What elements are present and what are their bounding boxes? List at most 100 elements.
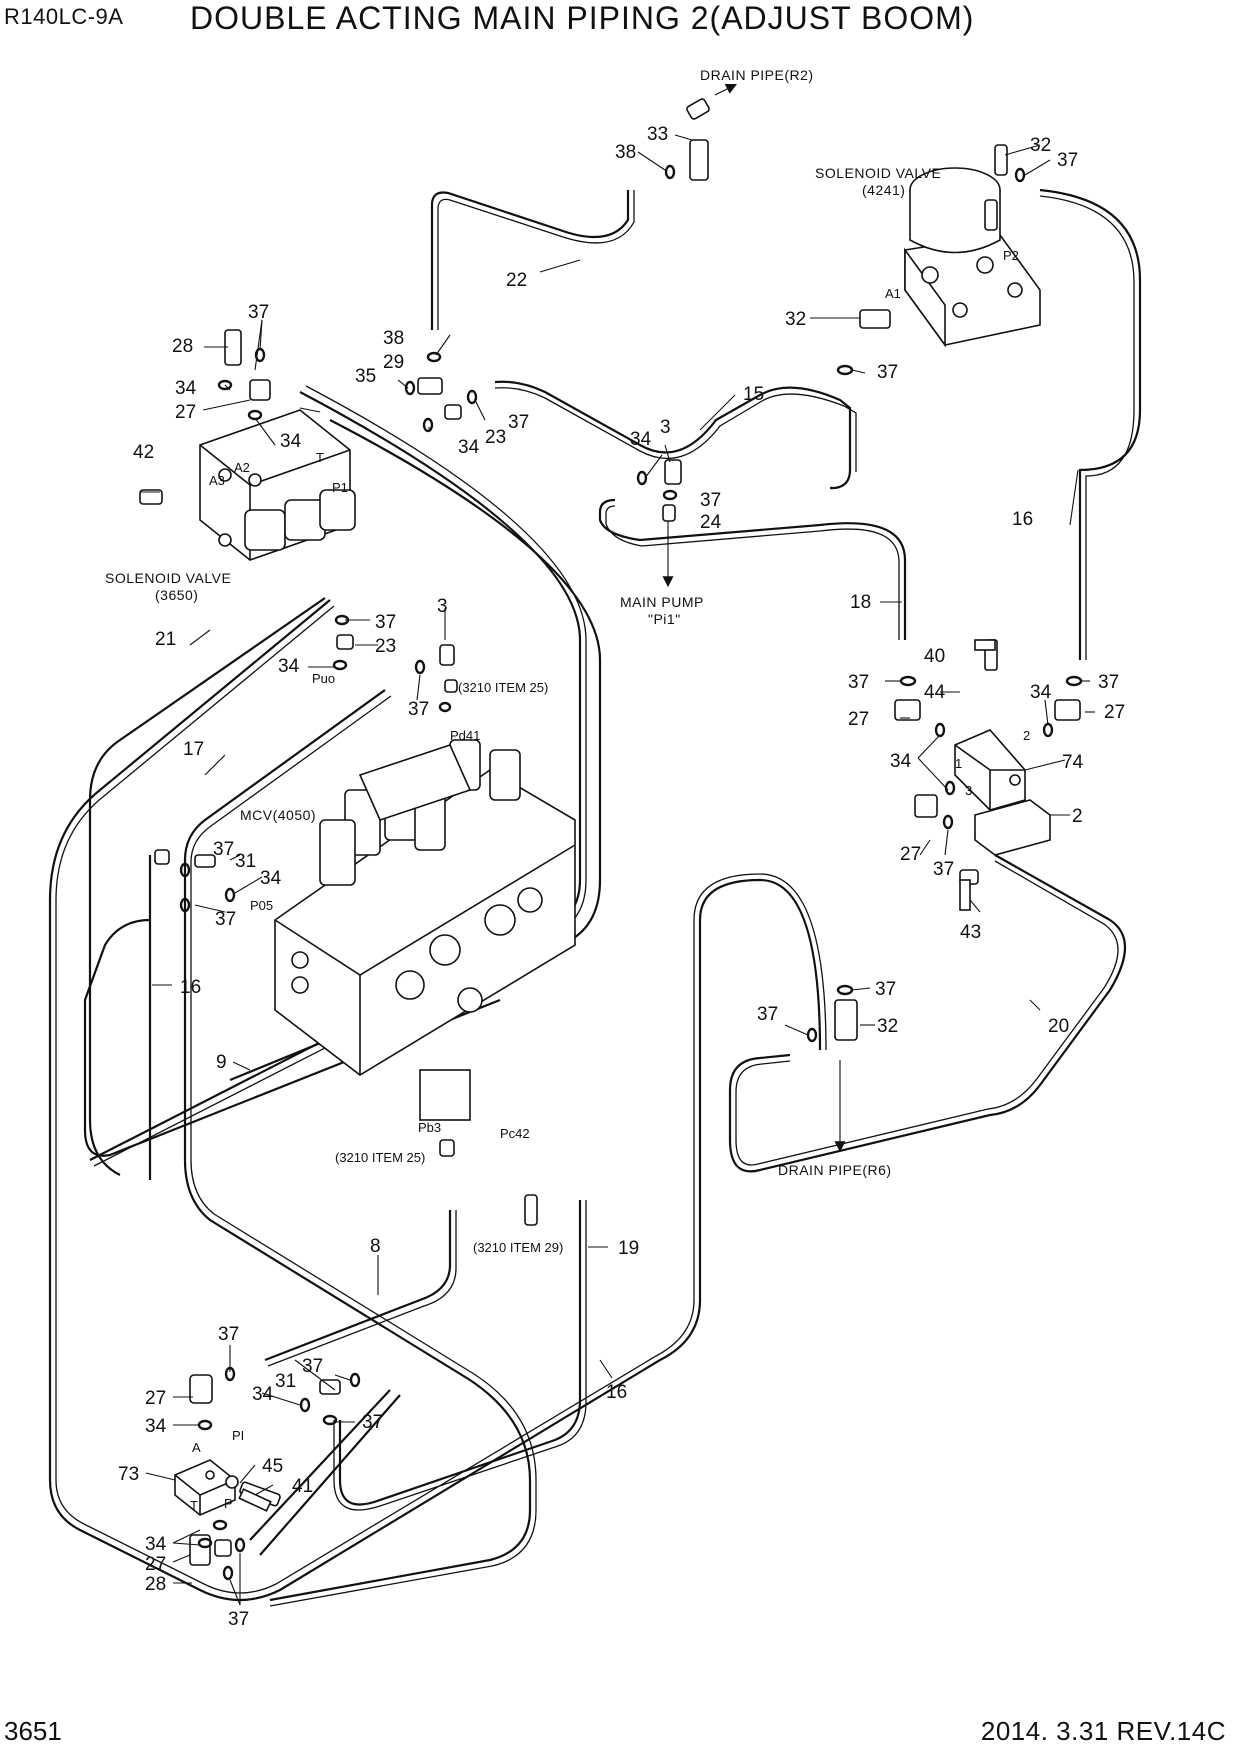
date-revision: 2014. 3.31 REV.14C (980, 1716, 1226, 1746)
page-number: 3651 (4, 1716, 62, 1746)
callout-37: 37 (215, 909, 236, 930)
callout-3: 3 (660, 417, 671, 438)
callout-34: 34 (145, 1534, 167, 1555)
component-labels: DRAIN PIPE(R2) SOLENOID VALVE (4241) SOL… (105, 67, 941, 1255)
callout-21: 21 (155, 629, 176, 650)
pipe-16-loop (48, 599, 822, 1602)
pipe-9 (83, 918, 501, 1157)
port-a2: A2 (234, 460, 250, 475)
port-p05: P05 (250, 898, 273, 913)
label-3210-item25-bottom: (3210 ITEM 25) (335, 1150, 425, 1165)
port-p-bottom: P (224, 1496, 233, 1511)
pipe-22 (430, 190, 630, 330)
callout-27: 27 (848, 709, 869, 730)
callout-37: 37 (877, 362, 898, 383)
port-t-top: T (316, 450, 324, 465)
callout-34: 34 (278, 656, 300, 677)
port-p2: P2 (1003, 248, 1019, 263)
port-1: 1 (955, 756, 962, 771)
callout-34: 34 (630, 429, 652, 450)
label-3210-item25-top: (3210 ITEM 25) (458, 680, 548, 695)
callout-37: 37 (302, 1356, 323, 1377)
callout-37: 37 (933, 859, 954, 880)
label-mcv: MCV(4050) (240, 807, 316, 823)
callout-19: 19 (618, 1238, 639, 1259)
callout-38: 38 (615, 142, 636, 163)
callout-18: 18 (850, 592, 871, 613)
callout-29: 29 (383, 352, 404, 373)
callout-37: 37 (1098, 672, 1119, 693)
label-solenoid-3650-number: (3650) (155, 587, 198, 603)
callout-34: 34 (280, 431, 302, 452)
callout-28: 28 (145, 1574, 166, 1595)
pipe-18 (598, 498, 907, 640)
bracket-2 (974, 799, 1051, 856)
pipe-lower-a (249, 1389, 391, 1541)
callout-37: 37 (757, 1004, 778, 1025)
label-3210-item29: (3210 ITEM 29) (473, 1240, 563, 1255)
block-73 (174, 1459, 236, 1516)
callout-37: 37 (875, 979, 896, 1000)
callout-16: 16 (606, 1382, 627, 1403)
port-a-bottom: A (192, 1440, 201, 1455)
callout-numbers: 33 38 32 37 22 32 37 15 37 28 38 29 35 3… (118, 124, 1125, 1630)
callout-16: 16 (1012, 509, 1033, 530)
callout-34: 34 (458, 437, 480, 458)
callout-40: 40 (924, 646, 945, 667)
callout-8: 8 (370, 1236, 381, 1257)
pipe-17 (183, 689, 532, 1602)
callout-35: 35 (355, 366, 376, 387)
port-puo: Puo (312, 671, 335, 686)
bolts (225, 639, 996, 1512)
leader-lines (140, 134, 1095, 1606)
callout-37: 37 (1057, 150, 1078, 171)
callout-34: 34 (890, 751, 912, 772)
callout-32: 32 (785, 309, 806, 330)
callout-28: 28 (172, 336, 193, 357)
callout-9: 9 (216, 1052, 227, 1073)
callout-32: 32 (1030, 135, 1051, 156)
callout-15: 15 (743, 384, 764, 405)
port-pd41: Pd41 (450, 728, 480, 743)
callout-37: 37 (375, 612, 396, 633)
callout-37: 37 (228, 1609, 249, 1630)
callout-37: 37 (508, 412, 529, 433)
callout-34: 34 (252, 1384, 274, 1405)
callout-27: 27 (145, 1388, 166, 1409)
callout-44: 44 (924, 682, 946, 703)
label-main-pump: MAIN PUMP (620, 594, 704, 610)
pipe-8 (264, 1210, 452, 1362)
callout-37: 37 (213, 839, 234, 860)
callout-27: 27 (900, 844, 921, 865)
pipe-16-right (1039, 188, 1142, 660)
callout-34: 34 (175, 378, 197, 399)
callout-37: 37 (700, 490, 721, 511)
callout-37: 37 (408, 699, 429, 720)
pipes (48, 188, 1142, 1607)
port-t-bottom: T (190, 1498, 198, 1513)
callout-74: 74 (1062, 752, 1084, 773)
callout-16: 16 (180, 977, 201, 998)
pipe-21 (88, 597, 326, 1176)
label-drain-r6: DRAIN PIPE(R6) (778, 1162, 892, 1178)
port-3: 3 (965, 783, 972, 798)
model-number: R140LC-9A (4, 4, 124, 29)
callout-41: 41 (292, 1476, 313, 1497)
callout-27: 27 (1104, 702, 1125, 723)
block-74 (954, 729, 1026, 811)
callout-37: 37 (218, 1324, 239, 1345)
label-solenoid-4241: SOLENOID VALVE (815, 165, 941, 181)
port-a1: A1 (885, 286, 901, 301)
solenoid-valve-4241 (904, 167, 1041, 348)
label-drain-r2: DRAIN PIPE(R2) (700, 67, 814, 83)
callout-37: 37 (848, 672, 869, 693)
pipe-20 (728, 854, 1127, 1173)
callout-2: 2 (1072, 806, 1083, 827)
pipe-15 (494, 380, 852, 490)
port-labels: A1 P2 A2 A3 T P1 Puo Pd41 P05 Pb3 Pc42 P… (190, 248, 1030, 1513)
pipe-19 (338, 1200, 582, 1506)
callout-27: 27 (145, 1554, 166, 1575)
solenoid-valve-3650 (199, 409, 356, 561)
callout-3: 3 (437, 596, 448, 617)
callout-32: 32 (877, 1016, 898, 1037)
